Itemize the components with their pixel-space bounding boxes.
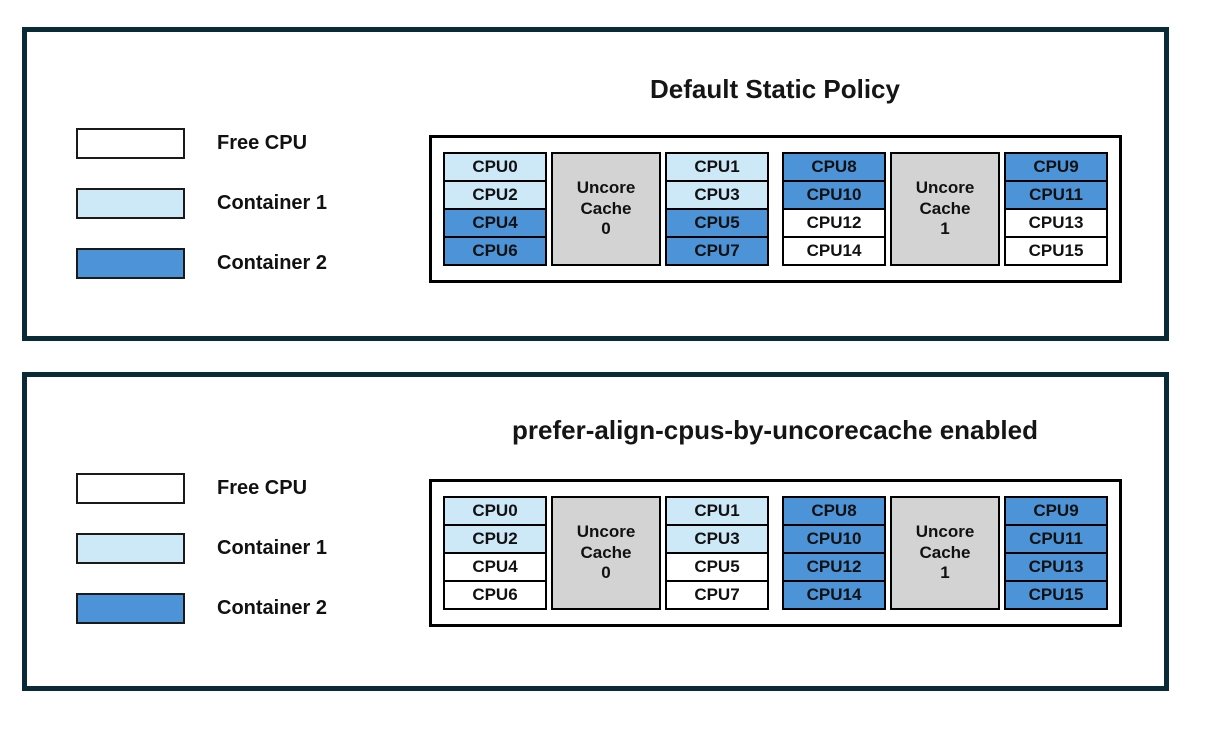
- legend: Free CPU Container 1 Container 2: [76, 473, 327, 653]
- legend-swatch-container-2: [76, 248, 185, 279]
- legend-swatch-container-2: [76, 593, 185, 624]
- cpu-cell: CPU2: [443, 524, 547, 554]
- cpu-cell: CPU3: [665, 180, 769, 210]
- legend-label: Container 2: [217, 252, 328, 274]
- cpu-cell: CPU15: [1004, 580, 1108, 610]
- cpu-cell: CPU14: [782, 580, 886, 610]
- legend-label: Container 1: [217, 192, 328, 214]
- legend-item-free-cpu: Free CPU: [76, 473, 327, 504]
- panel-default-static-policy: Default Static Policy Free CPU Container…: [22, 27, 1169, 341]
- cpu-cell: CPU7: [665, 236, 769, 266]
- cpu-cell: CPU7: [665, 580, 769, 610]
- uncore-cache-label-line: 1: [940, 219, 950, 239]
- cpu-cell: CPU12: [782, 208, 886, 238]
- legend-item-container-2: Container 2: [76, 593, 327, 624]
- cpu-cell: CPU12: [782, 552, 886, 582]
- legend-item-container-2: Container 2: [76, 248, 327, 279]
- legend-swatch-free-cpu: [76, 128, 185, 159]
- cpu-cell: CPU11: [1004, 180, 1108, 210]
- uncore-cache-label-line: Cache: [580, 198, 632, 218]
- cpu-cell: CPU3: [665, 524, 769, 554]
- cpu-cell: CPU11: [1004, 524, 1108, 554]
- panel-title: prefer-align-cpus-by-uncorecache enabled: [512, 415, 1038, 445]
- legend: Free CPU Container 1 Container 2: [76, 128, 327, 308]
- legend-swatch-free-cpu: [76, 473, 185, 504]
- cpu-cell: CPU13: [1004, 552, 1108, 582]
- cpu-cell: CPU6: [443, 236, 547, 266]
- cpu-cell: CPU1: [665, 496, 769, 526]
- legend-label: Container 1: [217, 537, 328, 559]
- cpu-cell: CPU0: [443, 152, 547, 182]
- uncore-cache-label-line: Cache: [580, 542, 632, 562]
- cpu-cell: CPU2: [443, 180, 547, 210]
- cpu-cell: CPU10: [782, 180, 886, 210]
- cpu-cell: CPU13: [1004, 208, 1108, 238]
- uncore-cache-label-line: Uncore: [915, 178, 975, 198]
- uncore-cache-label-line: Cache: [919, 542, 971, 562]
- uncore-cache-label-line: Uncore: [576, 178, 636, 198]
- legend-swatch-container-1: [76, 188, 185, 219]
- cpu-cell: CPU9: [1004, 496, 1108, 526]
- legend-swatch-container-1: [76, 533, 185, 564]
- legend-label: Free CPU: [217, 477, 308, 499]
- legend-item-container-1: Container 1: [76, 533, 327, 564]
- uncore-cache-label-line: 1: [940, 563, 950, 583]
- legend-label: Free CPU: [217, 132, 308, 154]
- uncore-cache-label-line: Uncore: [576, 522, 636, 542]
- cpu-cell: CPU8: [782, 152, 886, 182]
- cpu-cell: CPU6: [443, 580, 547, 610]
- panel-title: Default Static Policy: [650, 74, 900, 104]
- legend-item-container-1: Container 1: [76, 188, 327, 219]
- panel-prefer-align-uncorecache: prefer-align-cpus-by-uncorecache enabled…: [22, 372, 1169, 691]
- cpu-cell: CPU5: [665, 208, 769, 238]
- cpu-cell: CPU5: [665, 552, 769, 582]
- legend-label: Container 2: [217, 597, 328, 619]
- uncore-cache-label-line: Uncore: [915, 522, 975, 542]
- legend-item-free-cpu: Free CPU: [76, 128, 327, 159]
- uncore-cache-label-line: 0: [601, 219, 611, 239]
- cpu-cell: CPU8: [782, 496, 886, 526]
- uncore-cache-label-line: Cache: [919, 198, 971, 218]
- cpu-cell: CPU4: [443, 552, 547, 582]
- cpu-cell: CPU10: [782, 524, 886, 554]
- cpu-cell: CPU0: [443, 496, 547, 526]
- cpu-cell: CPU15: [1004, 236, 1108, 266]
- cpu-cell: CPU9: [1004, 152, 1108, 182]
- cpu-cell: CPU14: [782, 236, 886, 266]
- uncore-cache-label-line: 0: [601, 563, 611, 583]
- cpu-cell: CPU4: [443, 208, 547, 238]
- cpu-cell: CPU1: [665, 152, 769, 182]
